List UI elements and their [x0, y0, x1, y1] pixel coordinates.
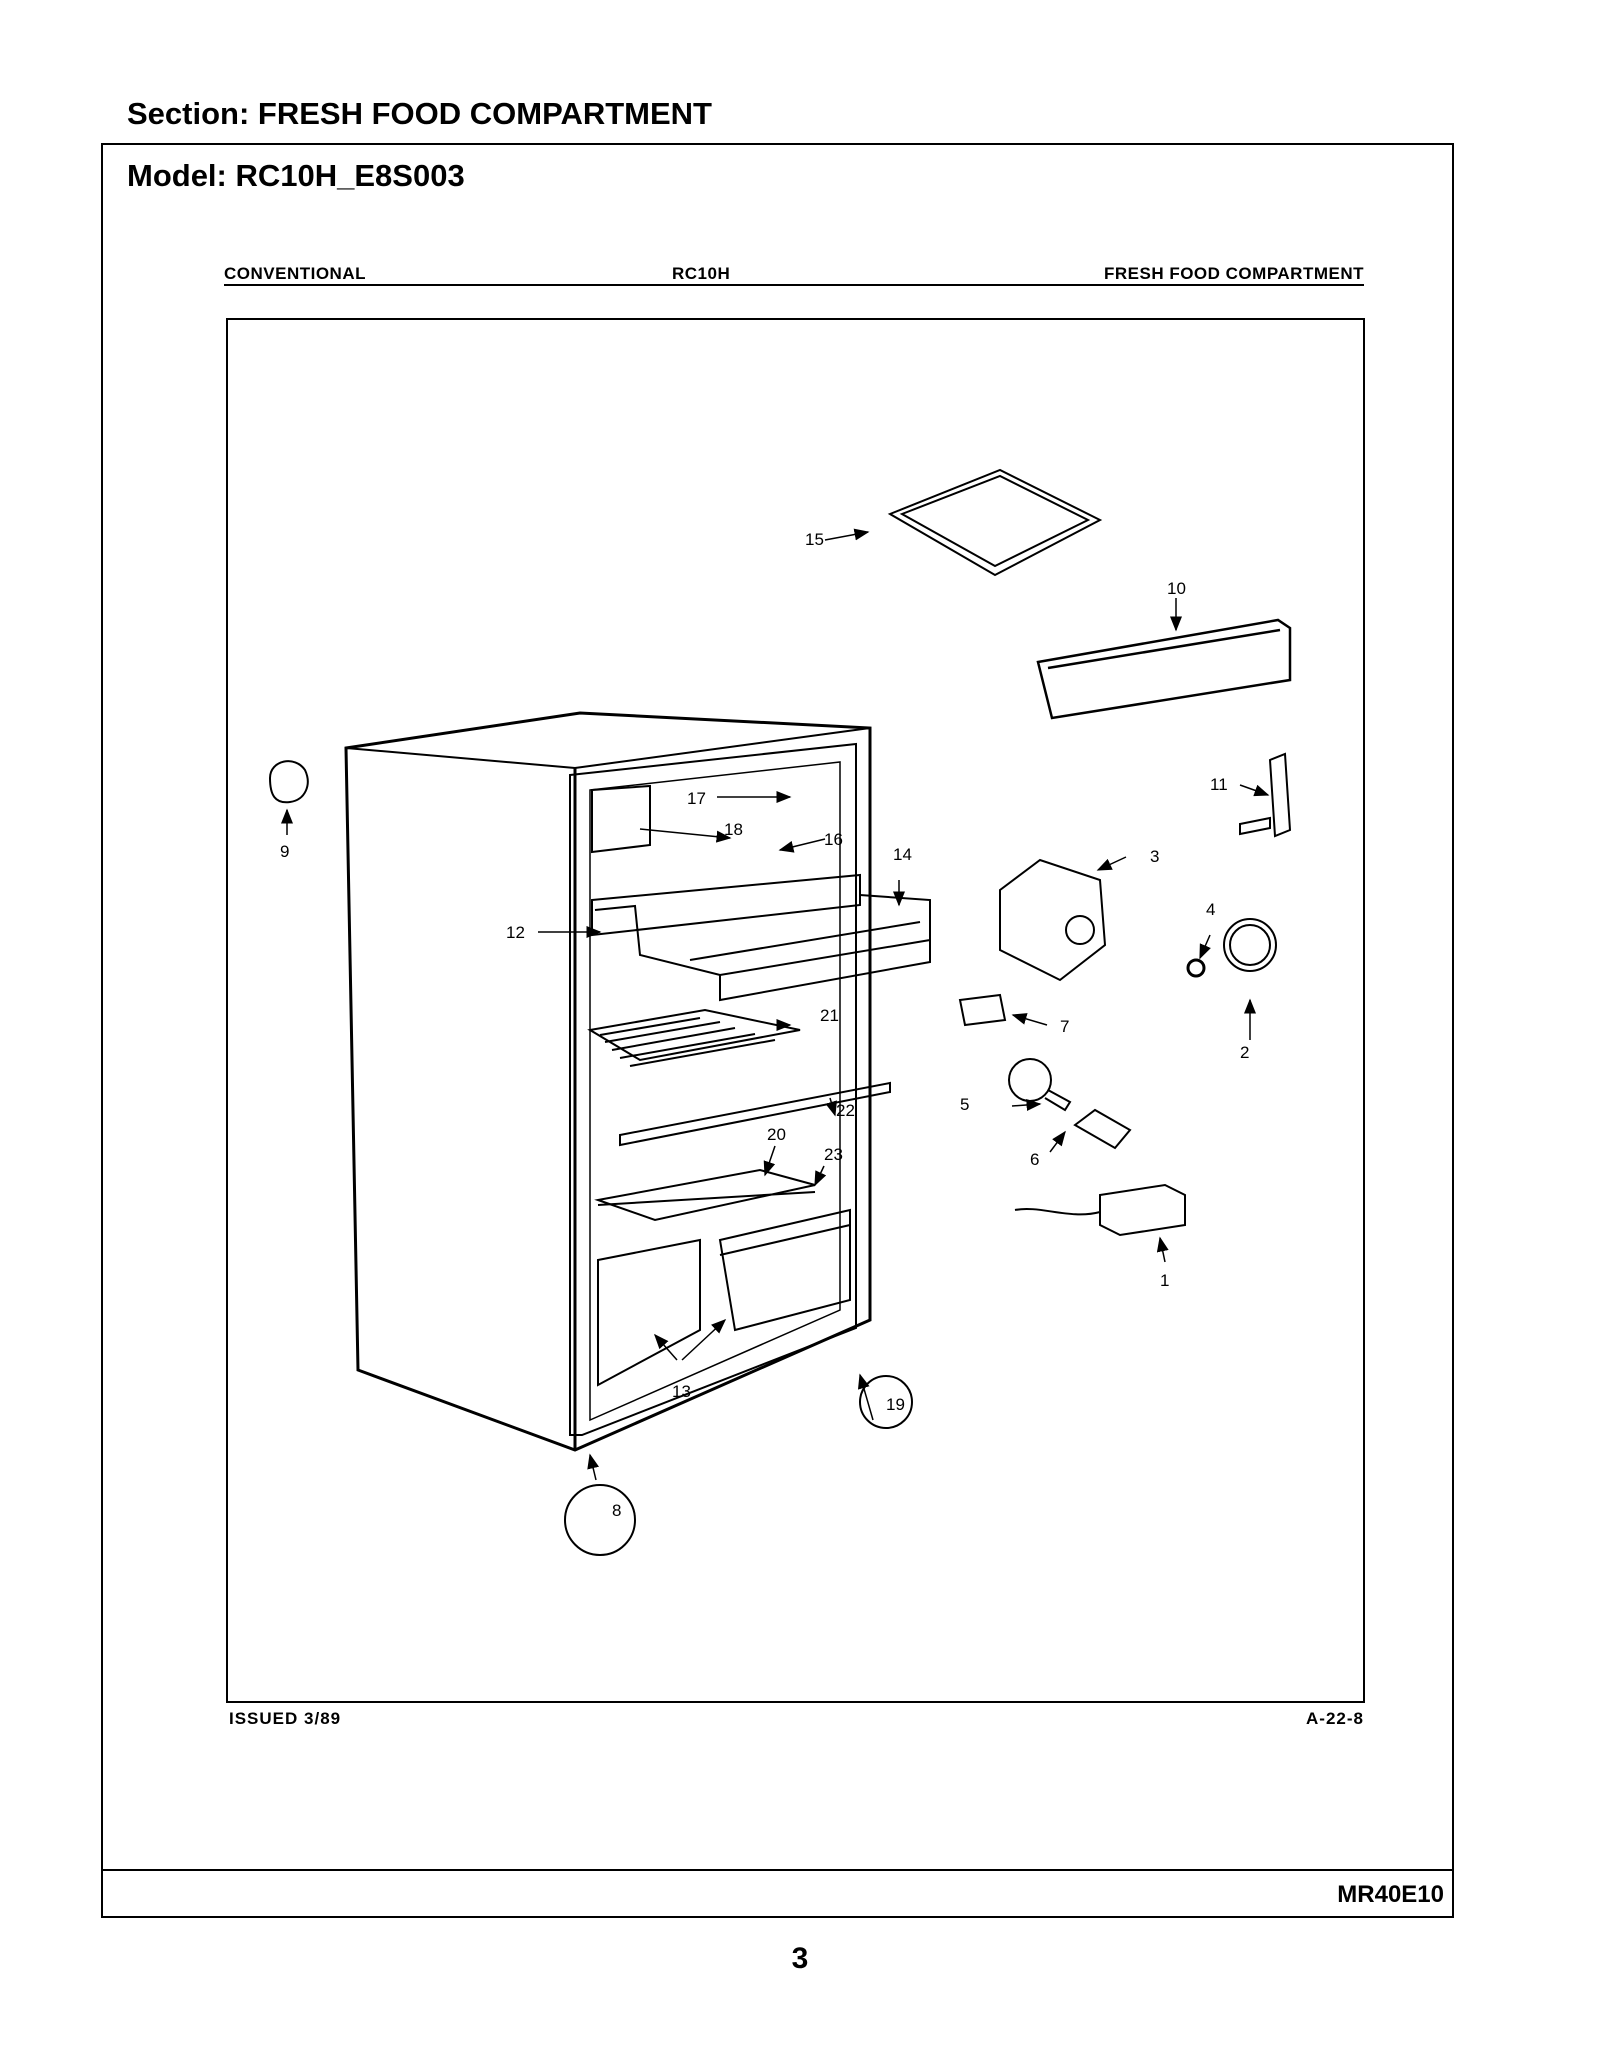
- callout-22: 22: [836, 1101, 855, 1120]
- drawing-frame: [226, 318, 1365, 1703]
- section-title: Section: FRESH FOOD COMPARTMENT: [127, 96, 712, 131]
- drawing-header-left: CONVENTIONAL: [224, 264, 366, 283]
- switch-part: [1014, 1183, 1186, 1237]
- callout-3: 3: [1150, 847, 1159, 866]
- outer-frame: [101, 143, 1454, 1918]
- control-knob-part: [1223, 918, 1277, 972]
- callout-4: 4: [1206, 900, 1215, 919]
- socket-part: [958, 993, 1007, 1027]
- callout-16: 16: [824, 830, 843, 849]
- header-rule: [224, 284, 1364, 286]
- model-title: Model: RC10H_E8S003: [127, 158, 465, 193]
- callout-14: 14: [893, 845, 912, 864]
- refrigerator-cabinet: [344, 711, 872, 1452]
- callout-11: 11: [1210, 775, 1228, 794]
- callout-18: 18: [724, 820, 743, 839]
- callout-20: 20: [767, 1125, 786, 1144]
- callout-7: 7: [1060, 1017, 1069, 1036]
- drawing-header: CONVENTIONAL RC10H FRESH FOOD COMPARTMEN…: [224, 264, 1364, 284]
- drawing-page-code: A-22-8: [1306, 1709, 1364, 1728]
- callout-15: 15: [805, 530, 824, 549]
- callout-2: 2: [1240, 1043, 1249, 1062]
- crisper-drawers: [597, 1208, 851, 1387]
- callout-10: 10: [1167, 579, 1186, 598]
- callout-17: 17: [687, 789, 706, 808]
- hinge-detail: [859, 1375, 913, 1429]
- drawing-header-section: FRESH FOOD COMPARTMENT: [1103, 264, 1364, 283]
- glass-shelf: [587, 1008, 891, 1147]
- egg-tray-part: [887, 468, 1103, 577]
- light-bulb-part: [1008, 1058, 1072, 1112]
- nut-part: [1186, 958, 1206, 978]
- issued-date: ISSUED 3/89: [229, 1709, 342, 1728]
- dairy-door-part: [1036, 618, 1292, 720]
- callout-19: 19: [886, 1395, 905, 1414]
- callout-6: 6: [1030, 1150, 1039, 1169]
- leveling-leg-detail: [564, 1484, 636, 1556]
- callout-23: 23: [824, 1145, 843, 1164]
- appliance-bulb-part: [1073, 1108, 1132, 1150]
- leader-arrows: [281, 528, 1270, 1481]
- plug-button-part: [268, 760, 309, 804]
- callout-5: 5: [960, 1095, 969, 1114]
- callout-9: 9: [280, 842, 289, 861]
- callout-13: 13: [672, 1382, 691, 1401]
- callout-8: 8: [612, 1501, 621, 1520]
- meat-keeper-tray: [594, 894, 931, 1002]
- light-shield-part: [999, 858, 1107, 982]
- page-number: 3: [791, 1942, 809, 1975]
- shelf-bracket-part: [1239, 752, 1292, 838]
- drawing-header-model: RC10H: [672, 264, 731, 283]
- crisper-cover: [594, 1168, 816, 1222]
- footer-divider: [101, 1869, 1454, 1871]
- callout-1: 1: [1160, 1271, 1169, 1290]
- callout-labels: 15 10 11 3 4 2 7 5 6 1 9 12 17 18 16 14 …: [280, 530, 1249, 1520]
- callout-21: 21: [820, 1006, 839, 1025]
- document-code: MR40E10: [1337, 1881, 1444, 1908]
- upper-compartment: [591, 784, 861, 937]
- callout-12: 12: [506, 923, 525, 942]
